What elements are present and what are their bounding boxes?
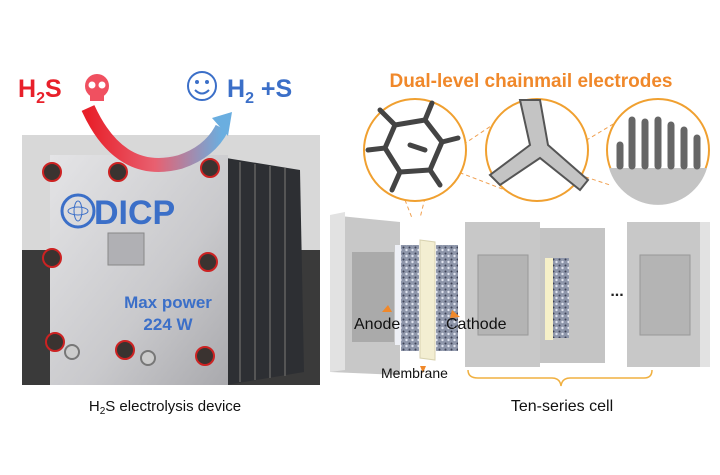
stacked-plates [226,158,304,385]
zoom-circle-foam [363,98,467,202]
ellipsis: ... [610,283,623,300]
cell-plate-last [627,222,710,367]
membrane [419,239,436,361]
bolts [42,158,220,366]
cell-plate-3 [540,228,605,363]
zoom-circle-strut [485,98,590,202]
cell-plate-2 [465,222,540,367]
dicp-logo: DICP [60,193,175,232]
skull-icon [85,74,109,101]
membrane-label: Membrane [381,365,448,381]
center-port [107,232,145,266]
label-arrows [382,305,460,373]
product-h2-s: H2 +S [227,75,292,107]
max-power-label: Max power [124,293,212,312]
zoom-circle-nanowires [606,98,710,205]
end-plate [50,155,228,385]
anode-label: Anode [354,316,400,333]
reaction-arrow [81,105,229,172]
device-caption: H2S electrolysis device [89,398,241,417]
current-collector [395,245,401,345]
max-power-value: 224 W [143,315,193,334]
cathode-label: Cathode [446,316,507,333]
reactant-h2s: H2S [18,75,62,107]
electrodes-title: Dual-level chainmail electrodes [389,71,672,92]
arrow-head [212,112,232,136]
logo-text: DICP [94,194,175,232]
series-caption: Ten-series cell [511,398,613,415]
smiley-icon [187,71,217,101]
anode-electrode [401,245,419,351]
cathode-electrode [436,245,458,351]
cell-plate-1 [330,212,400,375]
device-photo: DICP Max power 224 W [22,135,320,385]
series-brace [467,369,653,387]
